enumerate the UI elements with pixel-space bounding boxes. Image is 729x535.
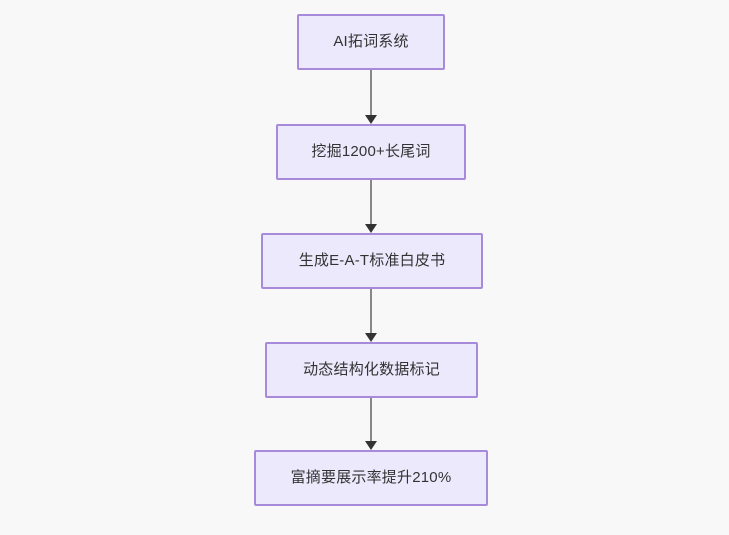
arrowhead-icon [365,224,377,233]
flowchart-node-label: 挖掘1200+长尾词 [311,143,431,160]
flowchart-node-1[interactable]: AI拓词系统 [297,14,445,70]
connector-shaft [370,180,372,225]
flowchart-node-label: 生成E-A-T标准白皮书 [298,252,446,269]
connector-arrow-3 [362,289,380,342]
connector-shaft [370,289,372,334]
arrowhead-icon [365,333,377,342]
flowchart-node-2[interactable]: 挖掘1200+长尾词 [276,124,466,180]
arrowhead-icon [365,441,377,450]
connector-arrow-4 [362,398,380,450]
connector-shaft [370,398,372,442]
connector-arrow-1 [362,70,380,124]
flowchart-node-label: AI拓词系统 [333,33,409,50]
flowchart-node-label: 富摘要展示率提升210% [290,469,452,486]
flowchart-node-5[interactable]: 富摘要展示率提升210% [254,450,488,506]
arrowhead-icon [365,115,377,124]
flowchart-node-label: 动态结构化数据标记 [303,361,440,378]
flowchart-node-3[interactable]: 生成E-A-T标准白皮书 [261,233,483,289]
flowchart-node-4[interactable]: 动态结构化数据标记 [265,342,478,398]
connector-arrow-2 [362,180,380,233]
connector-shaft [370,70,372,116]
